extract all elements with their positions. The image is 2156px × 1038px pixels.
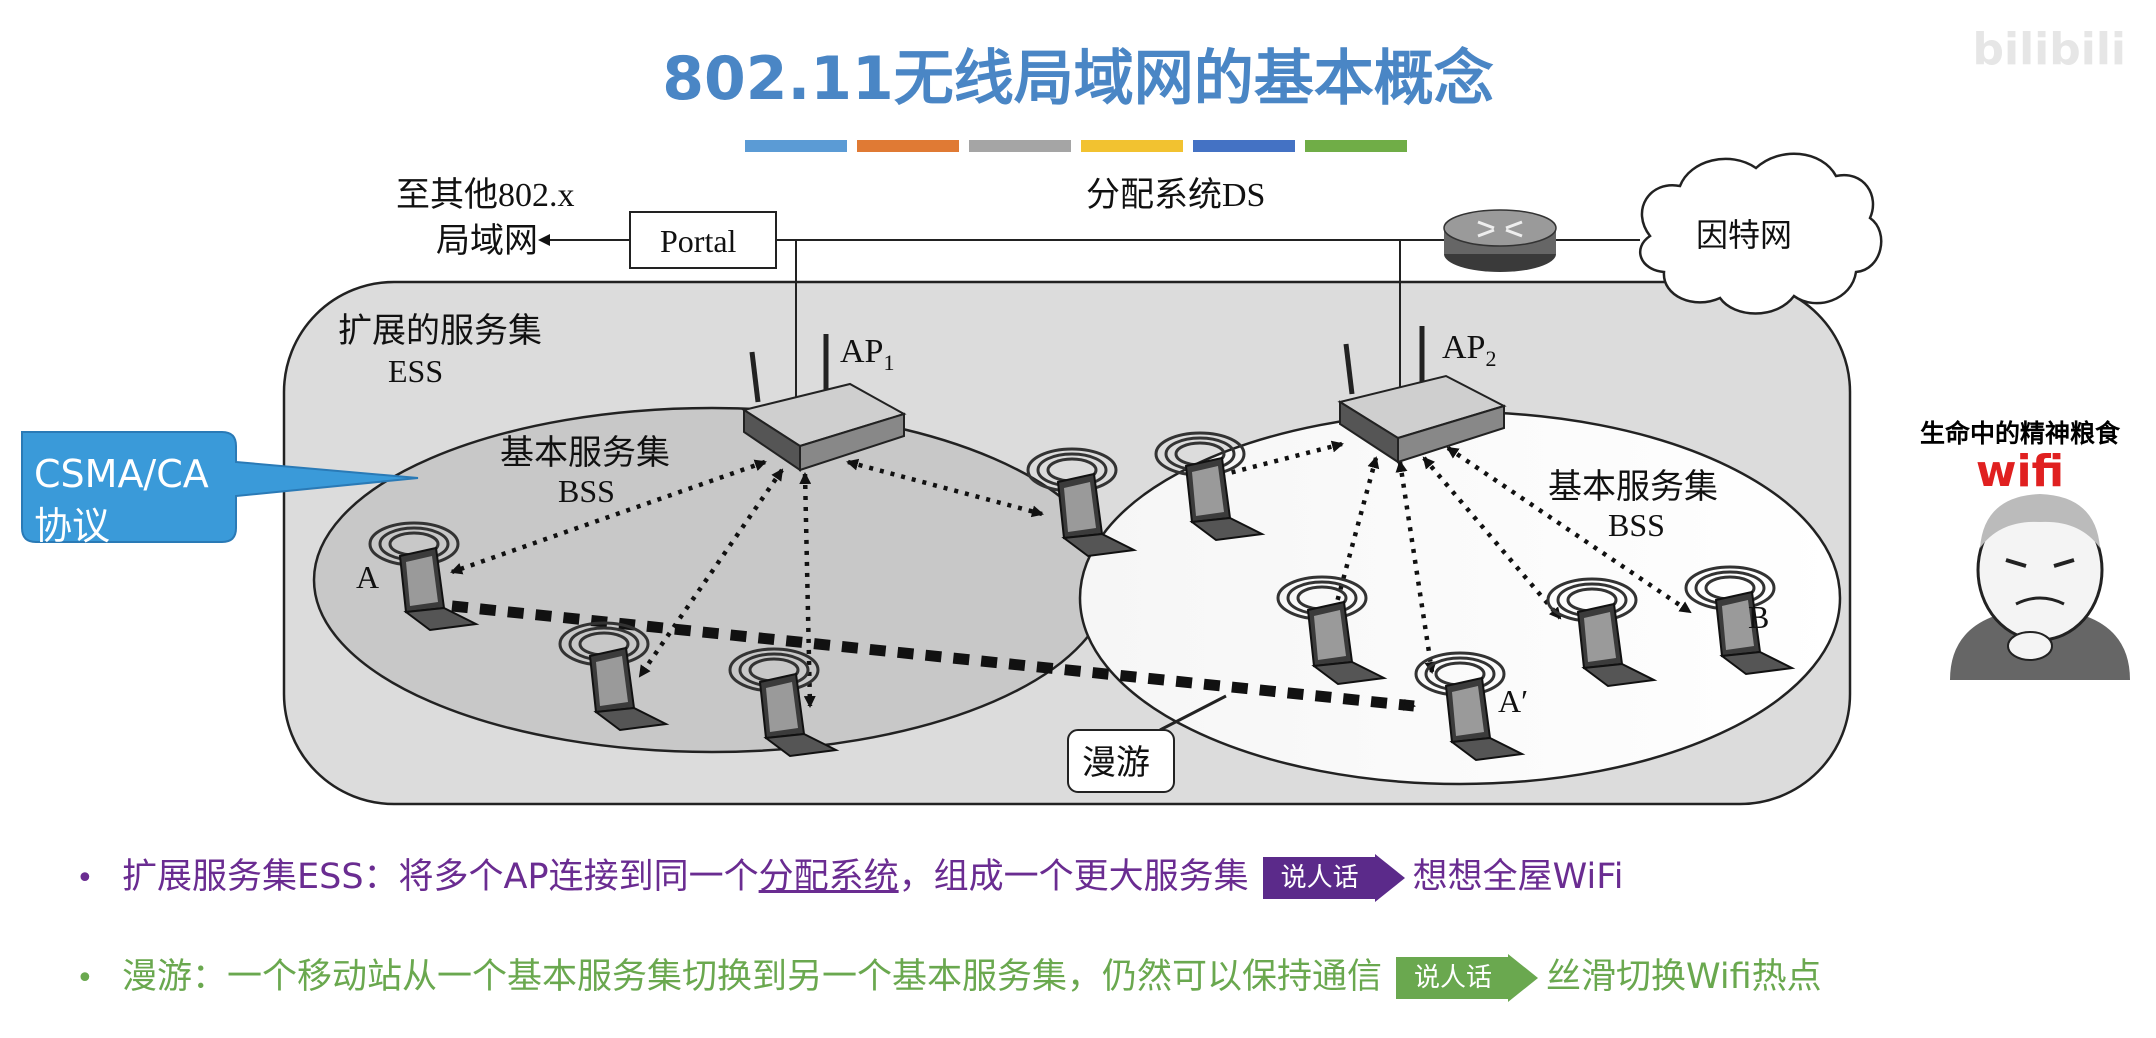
bullet-roaming-pre: 漫游：一个移动站从一个基本服务集切换到另一个基本服务集，仍然可以保持通信 — [122, 957, 1383, 997]
bss2-label-line2: BSS — [1608, 507, 1665, 543]
roaming-pointer — [1159, 694, 1227, 732]
say-plainly-tag-2: 说人话 — [1396, 954, 1539, 1002]
cloud-icon — [1639, 152, 1883, 315]
meme-character-icon — [1950, 494, 2130, 680]
watermark-logo: bilibili — [1972, 24, 2126, 75]
color-bar-1 — [745, 140, 847, 152]
laptops — [368, 431, 1796, 762]
internet-label: 因特网 — [1696, 217, 1792, 253]
say-plainly-tag-2-label: 说人话 — [1396, 957, 1509, 999]
laptop-icon — [1026, 447, 1138, 558]
laptop-icon — [1414, 651, 1526, 762]
ap1-device-icon — [741, 334, 907, 472]
roaming-arrow — [451, 600, 1416, 712]
laptop-icon — [1684, 565, 1796, 676]
color-bar-2 — [857, 140, 959, 152]
meme-caption: 生命中的精神粮食 — [1919, 419, 2120, 448]
roaming-label: 漫游 — [1082, 744, 1150, 782]
ess-label-line1: 扩展的服务集 — [338, 312, 542, 350]
bullet-dot: • — [76, 961, 94, 996]
router-icon — [1443, 209, 1557, 272]
callout-line2: 协议 — [34, 504, 111, 548]
bullet-ess-result: 想想全屋WiFi — [1412, 857, 1624, 897]
laptop-icon — [368, 521, 480, 632]
color-bar-5 — [1193, 140, 1295, 152]
say-plainly-tag-1-label: 说人话 — [1262, 857, 1375, 899]
color-bar-3 — [969, 140, 1071, 152]
bss1-label-line1: 基本服务集 — [500, 434, 670, 472]
arrow-right-icon — [1508, 954, 1539, 1002]
laptop-icon — [1276, 575, 1388, 686]
bullet-ess-pre: 扩展服务集ESS：将多个AP连接到同一个 — [122, 857, 759, 897]
callout-line1: CSMA/CA — [34, 452, 209, 496]
bullet-dot: • — [76, 861, 94, 896]
portal-label: Portal — [660, 223, 737, 259]
callout-text: CSMA/CA 协议 — [34, 448, 209, 552]
ap1-links — [450, 458, 1044, 708]
station-a-label: A — [356, 559, 379, 595]
laptop-icon — [728, 647, 840, 758]
ap1-label: AP1 — [840, 333, 894, 375]
arrow-right-icon — [1374, 854, 1405, 902]
page-title: 802.11无线局域网的基本概念 — [662, 44, 1494, 114]
station-a-prime-label: A′ — [1498, 683, 1528, 719]
bullet-ess-underlined: 分配系统 — [758, 857, 899, 897]
laptop-icon — [1546, 577, 1658, 688]
color-bar-4 — [1081, 140, 1183, 152]
roaming-box — [1067, 729, 1175, 793]
bullet-roaming: • 漫游：一个移动站从一个基本服务集切换到另一个基本服务集，仍然可以保持通信说人话… — [76, 948, 1822, 1002]
to-other-lan-line2: 局域网 — [436, 222, 538, 260]
ap2-label: AP2 — [1442, 329, 1496, 371]
bss2-label-line1: 基本服务集 — [1548, 468, 1718, 506]
color-bar-6 — [1305, 140, 1407, 152]
say-plainly-tag-1: 说人话 — [1262, 854, 1405, 902]
station-b-label: B — [1748, 599, 1769, 635]
ap2-device-icon — [1337, 326, 1507, 464]
callout-bubble — [21, 430, 419, 543]
bss1-label-line2: BSS — [558, 473, 615, 509]
ds-label: 分配系统DS — [1086, 176, 1265, 214]
ap2-links — [1208, 440, 1692, 674]
bullet-ess: • 扩展服务集ESS：将多个AP连接到同一个分配系统，组成一个更大服务集说人话想想… — [76, 848, 1624, 902]
bullet-ess-post: ，组成一个更大服务集 — [898, 857, 1249, 897]
meme-wifi-text: wifi — [1975, 446, 2065, 497]
bullet-roaming-result: 丝滑切换Wifi热点 — [1546, 957, 1822, 997]
ess-label-line2: ESS — [388, 353, 443, 389]
laptop-icon — [558, 621, 670, 732]
to-other-lan-line1: 至其他802.x — [396, 177, 575, 214]
laptop-icon — [1154, 431, 1266, 542]
